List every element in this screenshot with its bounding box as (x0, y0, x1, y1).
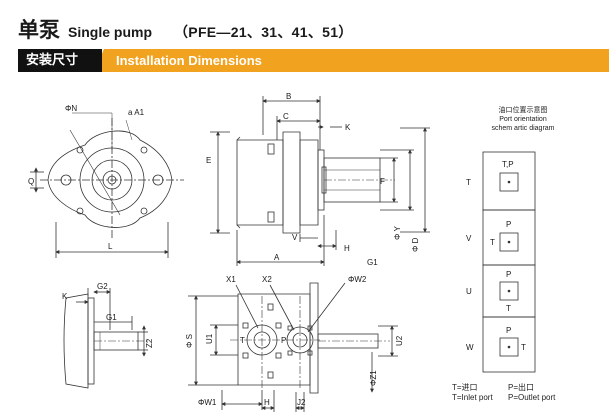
label-f: F (380, 177, 385, 186)
label-x1: X1 (226, 275, 236, 284)
banner-orange: Installation Dimensions (94, 49, 609, 72)
section-banner: Installation Dimensions 安装尺寸 (18, 49, 609, 72)
title-en: Single pump (68, 24, 152, 40)
banner-en: Installation Dimensions (116, 53, 262, 68)
front-view (30, 112, 184, 258)
label-a-a1: a A1 (128, 108, 145, 117)
label-e: E (206, 156, 211, 165)
port-row-code-t: T (466, 178, 471, 187)
port-orientation-heading: 油口位置示意图 Port orientation schem artic dia… (458, 106, 588, 133)
label-q: Q (28, 177, 34, 186)
port-row-top-u: P (506, 270, 511, 279)
legend-t-en: T=Inlet port (452, 393, 493, 402)
port-heading-en-1: Port orientation (499, 116, 547, 123)
shaft-view (63, 288, 150, 389)
label-port-t: T (240, 336, 245, 345)
label-port-p: P (281, 336, 286, 345)
label-b: B (286, 92, 291, 101)
legend-p-en: P=Outlet port (508, 393, 556, 402)
label-k-top: K (345, 123, 351, 132)
label-c: C (283, 112, 289, 121)
label-g1-bottom: G1 (106, 313, 117, 322)
port-orientation-boxes (482, 151, 536, 373)
label-phi-w2: ΦW2 (348, 275, 367, 284)
label-v: V (292, 233, 298, 242)
side-view (210, 96, 430, 266)
label-l: L (108, 242, 113, 251)
label-phi-s: Φ S (185, 334, 194, 348)
legend-p-cn: P=出口 (508, 383, 535, 392)
label-h-bottom: H (264, 398, 270, 407)
port-row-code-v: V (466, 234, 472, 243)
port-row-bottom-u: T (506, 304, 511, 313)
label-u1: U1 (205, 333, 214, 344)
legend-t-cn: T=进口 (452, 383, 478, 392)
title-model: （PFE—21、31、41、51） (174, 24, 353, 40)
port-heading-cn: 油口位置示意图 (498, 106, 548, 114)
label-x2: X2 (262, 275, 272, 284)
banner-black: 安装尺寸 (18, 49, 102, 72)
banner-cn: 安装尺寸 (26, 53, 79, 68)
label-j2: J2 (297, 398, 306, 407)
port-view (188, 282, 398, 412)
label-k-bottom: K (62, 292, 68, 301)
label-a: A (274, 253, 280, 262)
port-legend: T=进口 P=出口 T=Inlet port P=Outlet port (452, 383, 555, 403)
label-h: H (344, 244, 350, 253)
port-heading-en-2: schem artic diagram (491, 125, 555, 132)
label-g2: G2 (97, 282, 108, 291)
port-row-side-w: T (521, 343, 526, 352)
port-row-code-w: W (466, 343, 474, 352)
port-row-top-w: P (506, 326, 511, 335)
page-title: 单泵 Single pump （PFE—21、31、41、51） (18, 14, 353, 42)
label-phi-z1: ΦZ1 (369, 370, 378, 386)
port-row-side-v: T (490, 238, 495, 247)
label-z2: Z2 (145, 338, 154, 348)
title-cn: 单泵 (18, 18, 60, 42)
label-phi-d: Φ D (411, 237, 420, 252)
port-row-code-u: U (466, 287, 472, 296)
label-g1-top: G1 (367, 258, 378, 267)
port-row-top-t: T,P (502, 160, 514, 169)
label-phi-w1: ΦW1 (198, 398, 217, 407)
label-phi-y: Φ Y (393, 225, 402, 240)
label-phi-n: ΦN (65, 104, 77, 113)
port-row-top-v: P (506, 220, 511, 229)
label-u2: U2 (395, 335, 404, 346)
